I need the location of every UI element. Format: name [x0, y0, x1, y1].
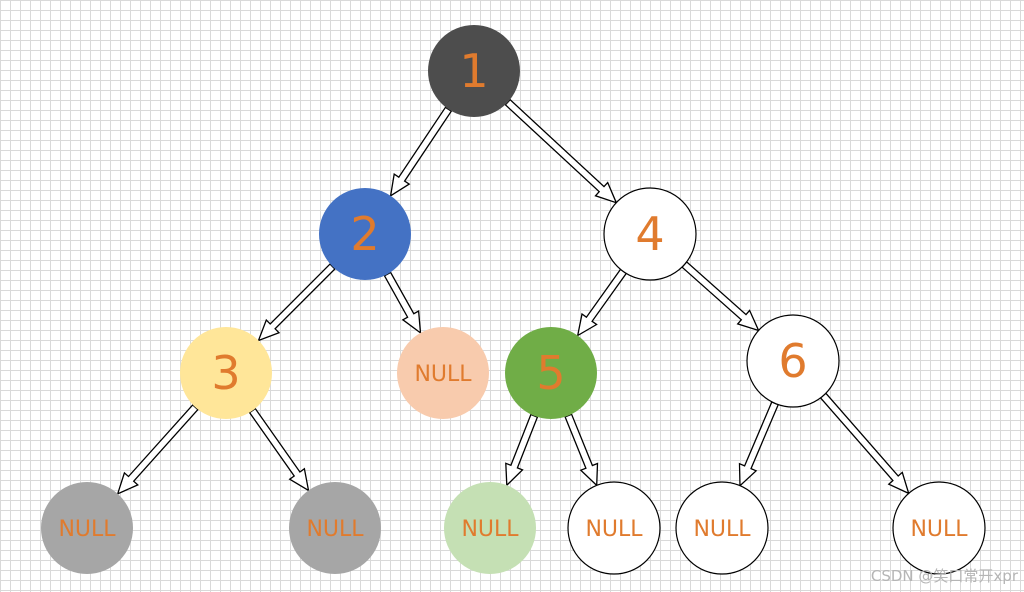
- node-circle: [505, 327, 597, 419]
- arrow-n3-to-n3nullL: [116, 403, 199, 495]
- node-label: 4: [635, 207, 664, 261]
- node-circle: [675, 481, 769, 575]
- arrow-n5-to-n5nullL: [505, 413, 539, 487]
- node-circle: [397, 327, 489, 419]
- node-label: NULL: [461, 517, 519, 542]
- tree-node-n5nullR: NULL: [567, 481, 661, 575]
- node-circle: [746, 314, 840, 408]
- node-label: 3: [211, 346, 240, 400]
- node-circle: [444, 482, 536, 574]
- arrow-n4-to-n5: [576, 268, 628, 337]
- node-circle: [603, 187, 697, 281]
- edges-layer: [116, 98, 910, 495]
- arrow-n1-to-n4: [504, 98, 618, 204]
- node-label: 2: [350, 207, 379, 261]
- node-circle: [319, 188, 411, 280]
- node-label: 5: [536, 346, 565, 400]
- node-label: NULL: [306, 517, 364, 542]
- tree-node-n3nullL: NULL: [41, 482, 133, 574]
- tree-node-n3: 3: [180, 327, 272, 419]
- node-label: NULL: [910, 517, 968, 542]
- arrow-n1-to-n2: [389, 106, 453, 198]
- tree-node-n2: 2: [319, 188, 411, 280]
- tree-node-n3nullR: NULL: [289, 482, 381, 574]
- tree-node-n6nullL: NULL: [675, 481, 769, 575]
- node-label: NULL: [414, 362, 472, 387]
- arrow-n3-to-n3nullR: [248, 407, 310, 492]
- arrow-n2-to-n2null: [383, 271, 422, 335]
- arrow-n4-to-n6: [681, 260, 760, 332]
- node-circle: [892, 481, 986, 575]
- tree-node-n6: 6: [746, 314, 840, 408]
- node-circle: [567, 481, 661, 575]
- watermark: CSDN @笑口常开xpr: [870, 567, 1018, 585]
- node-circle: [428, 25, 520, 117]
- node-circle: [41, 482, 133, 574]
- node-label: 1: [459, 44, 488, 98]
- tree-node-n4: 4: [603, 187, 697, 281]
- tree-node-n1: 1: [428, 25, 520, 117]
- tree-node-n2null: NULL: [397, 327, 489, 419]
- tree-node-n5nullL: NULL: [444, 482, 536, 574]
- node-circle: [180, 327, 272, 419]
- arrow-n2-to-n3: [257, 263, 336, 342]
- arrow-n5-to-n5nullR: [564, 413, 599, 487]
- arrow-n6-to-n6nullR: [819, 392, 910, 495]
- node-circle: [289, 482, 381, 574]
- tree-node-n5: 5: [505, 327, 597, 419]
- node-label: NULL: [585, 517, 643, 542]
- tree-node-n6nullR: NULL: [892, 481, 986, 575]
- arrow-n6-to-n6nullL: [738, 401, 780, 488]
- node-label: NULL: [58, 517, 116, 542]
- node-label: 6: [778, 334, 807, 388]
- node-label: NULL: [693, 517, 751, 542]
